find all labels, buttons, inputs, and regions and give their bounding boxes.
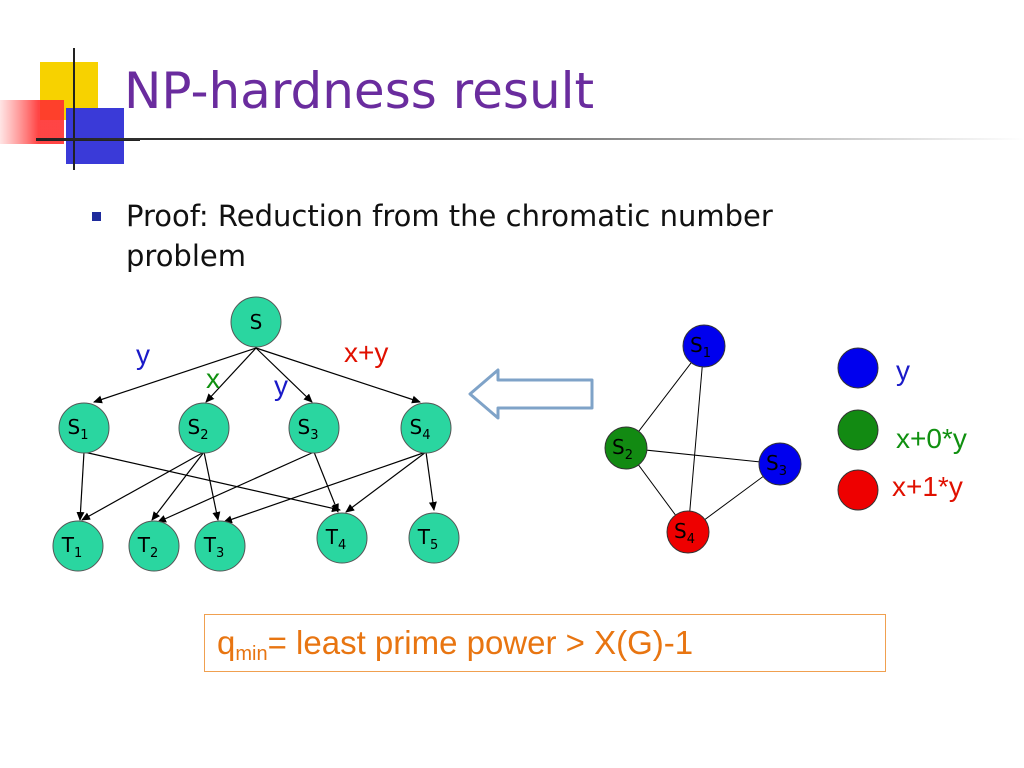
- formula-box: qmin= least prime power > X(G)-1: [204, 614, 886, 672]
- legend-label-red: x+1*y: [892, 471, 963, 502]
- edge-s4-t5: [425, 451, 437, 511]
- edge-s3-t2: [157, 451, 315, 523]
- edge-s2-t2: [151, 451, 205, 521]
- tree-node-t4: T4: [316, 512, 368, 564]
- edge-label-y-mid: y: [274, 370, 288, 401]
- tree-node-s3: S3: [288, 402, 340, 454]
- bullet-text: Proof: Reduction from the chromatic numb…: [126, 199, 773, 273]
- tree-edges-root: [93, 347, 421, 404]
- legend-item-green: x+0*y: [837, 409, 967, 454]
- formula-subscript: min: [235, 643, 268, 665]
- title-rule: [36, 138, 1024, 140]
- legend-item-blue: y: [837, 347, 910, 389]
- slide-title: NP-hardness result: [124, 62, 595, 120]
- edge-s3-t4: [313, 451, 339, 513]
- edge-s-s4: [255, 347, 421, 404]
- edge-s2-t3: [203, 451, 221, 521]
- color-legend: y x+0*y x+1*y: [837, 347, 967, 511]
- graph-node-s4: S4: [666, 510, 710, 554]
- legend-label-green: x+0*y: [896, 423, 967, 454]
- edge-s1-t1: [76, 451, 85, 521]
- tree-node-s2: S2: [178, 402, 230, 454]
- graph-node-s1: S1: [682, 324, 726, 368]
- edge-label-y-left: y: [136, 339, 150, 370]
- ornament-red-bar: [0, 100, 64, 144]
- tree-node-s1: S1: [58, 402, 110, 454]
- legend-swatch-green: [837, 409, 879, 451]
- tree-node-s4: S4: [400, 402, 452, 454]
- svg-text:S: S: [250, 310, 263, 334]
- formula-text: = least prime power > X(G)-1: [267, 624, 694, 661]
- formula-q: q: [217, 624, 236, 661]
- legend-swatch-blue: [837, 347, 879, 389]
- edge-s-s3: [255, 347, 313, 403]
- edge-label-xy: x+y: [344, 337, 388, 368]
- legend-label-blue: y: [896, 355, 910, 386]
- tree-node-t3: T3: [194, 520, 246, 572]
- graph-edge-s1-s4: [687, 345, 705, 533]
- graph-edges: [625, 345, 781, 533]
- edge-s-s1: [93, 347, 257, 404]
- edge-s-s2: [205, 347, 257, 403]
- tree-node-t5: T5: [408, 512, 460, 564]
- ornament-blue-square: [66, 108, 124, 164]
- edge-s4-t3: [223, 451, 427, 524]
- edge-s4-t4: [345, 451, 427, 513]
- legend-item-red: x+1*y: [837, 469, 963, 511]
- graph-node-s3: S3: [758, 442, 802, 486]
- graph-node-s2: S2: [604, 426, 648, 470]
- bullet-marker: [92, 212, 101, 221]
- edge-label-x: x: [206, 363, 220, 394]
- reduction-arrow-icon: [468, 368, 594, 420]
- tree-node-t1: T1: [52, 520, 104, 572]
- tree-node-root: S: [230, 296, 282, 348]
- edge-s1-t4: [83, 451, 341, 513]
- graph-edge-s2-s3: [625, 447, 781, 465]
- edge-s2-t1: [81, 451, 205, 521]
- tree-edges-level2: [76, 451, 437, 524]
- tree-node-t2: T2: [128, 520, 180, 572]
- legend-swatch-red: [837, 469, 879, 511]
